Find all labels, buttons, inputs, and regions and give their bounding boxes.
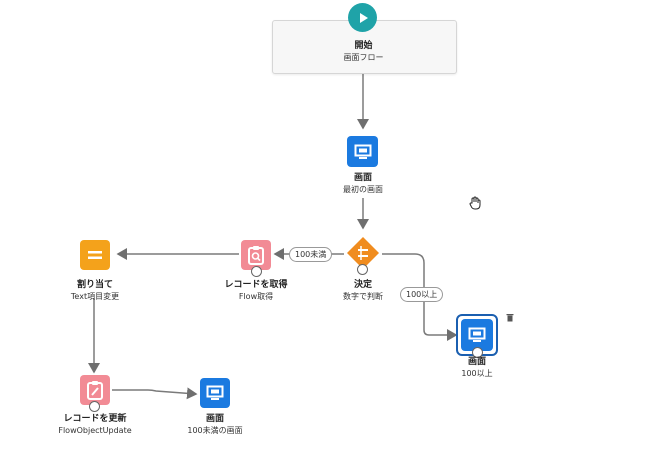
update-records-icon[interactable] (80, 375, 110, 405)
connector-label-over-100[interactable]: 100以上 (400, 287, 444, 302)
screen-over-title: 画面 (467, 357, 486, 367)
decision-node-icon[interactable] (346, 236, 380, 270)
start-icon[interactable] (348, 3, 377, 32)
update-records-subtitle: FlowObjectUpdate (58, 426, 132, 435)
screen-under-subtitle: 100未満の画面 (187, 426, 243, 435)
decision-subtitle: 数字で判断 (343, 292, 383, 301)
decision-title: 決定 (353, 280, 372, 290)
screen-over-subtitle: 100以上 (461, 369, 493, 378)
screen-node-icon[interactable] (347, 136, 378, 167)
hand-cursor-icon (468, 195, 482, 210)
start-title: 開始 (354, 41, 373, 51)
assignment-icon[interactable] (80, 240, 110, 270)
screen1-title: 画面 (353, 173, 372, 183)
get-records-title: レコードを取得 (224, 280, 288, 290)
screen-under-icon[interactable] (200, 378, 230, 408)
screen1-subtitle: 最初の画面 (343, 185, 383, 194)
assignment-subtitle: Text項目変更 (70, 292, 120, 301)
get-records-icon[interactable] (241, 240, 271, 270)
assignment-title: 割り当て (76, 280, 113, 290)
start-subtitle: 画面フロー (343, 53, 384, 62)
update-records-connector-ring[interactable] (89, 401, 100, 412)
connector-update-to-screen-under[interactable] (112, 387, 198, 400)
decision-connector-ring[interactable] (357, 264, 368, 275)
screen-over-connector-ring[interactable] (472, 347, 483, 358)
get-records-connector-ring[interactable] (251, 266, 262, 277)
connector-label-under-100[interactable]: 100未満 (289, 247, 333, 262)
screen-over-icon[interactable] (461, 319, 493, 351)
get-records-subtitle: Flow取得 (238, 292, 274, 301)
update-records-title: レコードを更新 (63, 414, 127, 424)
trash-icon[interactable] (506, 307, 514, 322)
screen-under-title: 画面 (205, 414, 224, 424)
